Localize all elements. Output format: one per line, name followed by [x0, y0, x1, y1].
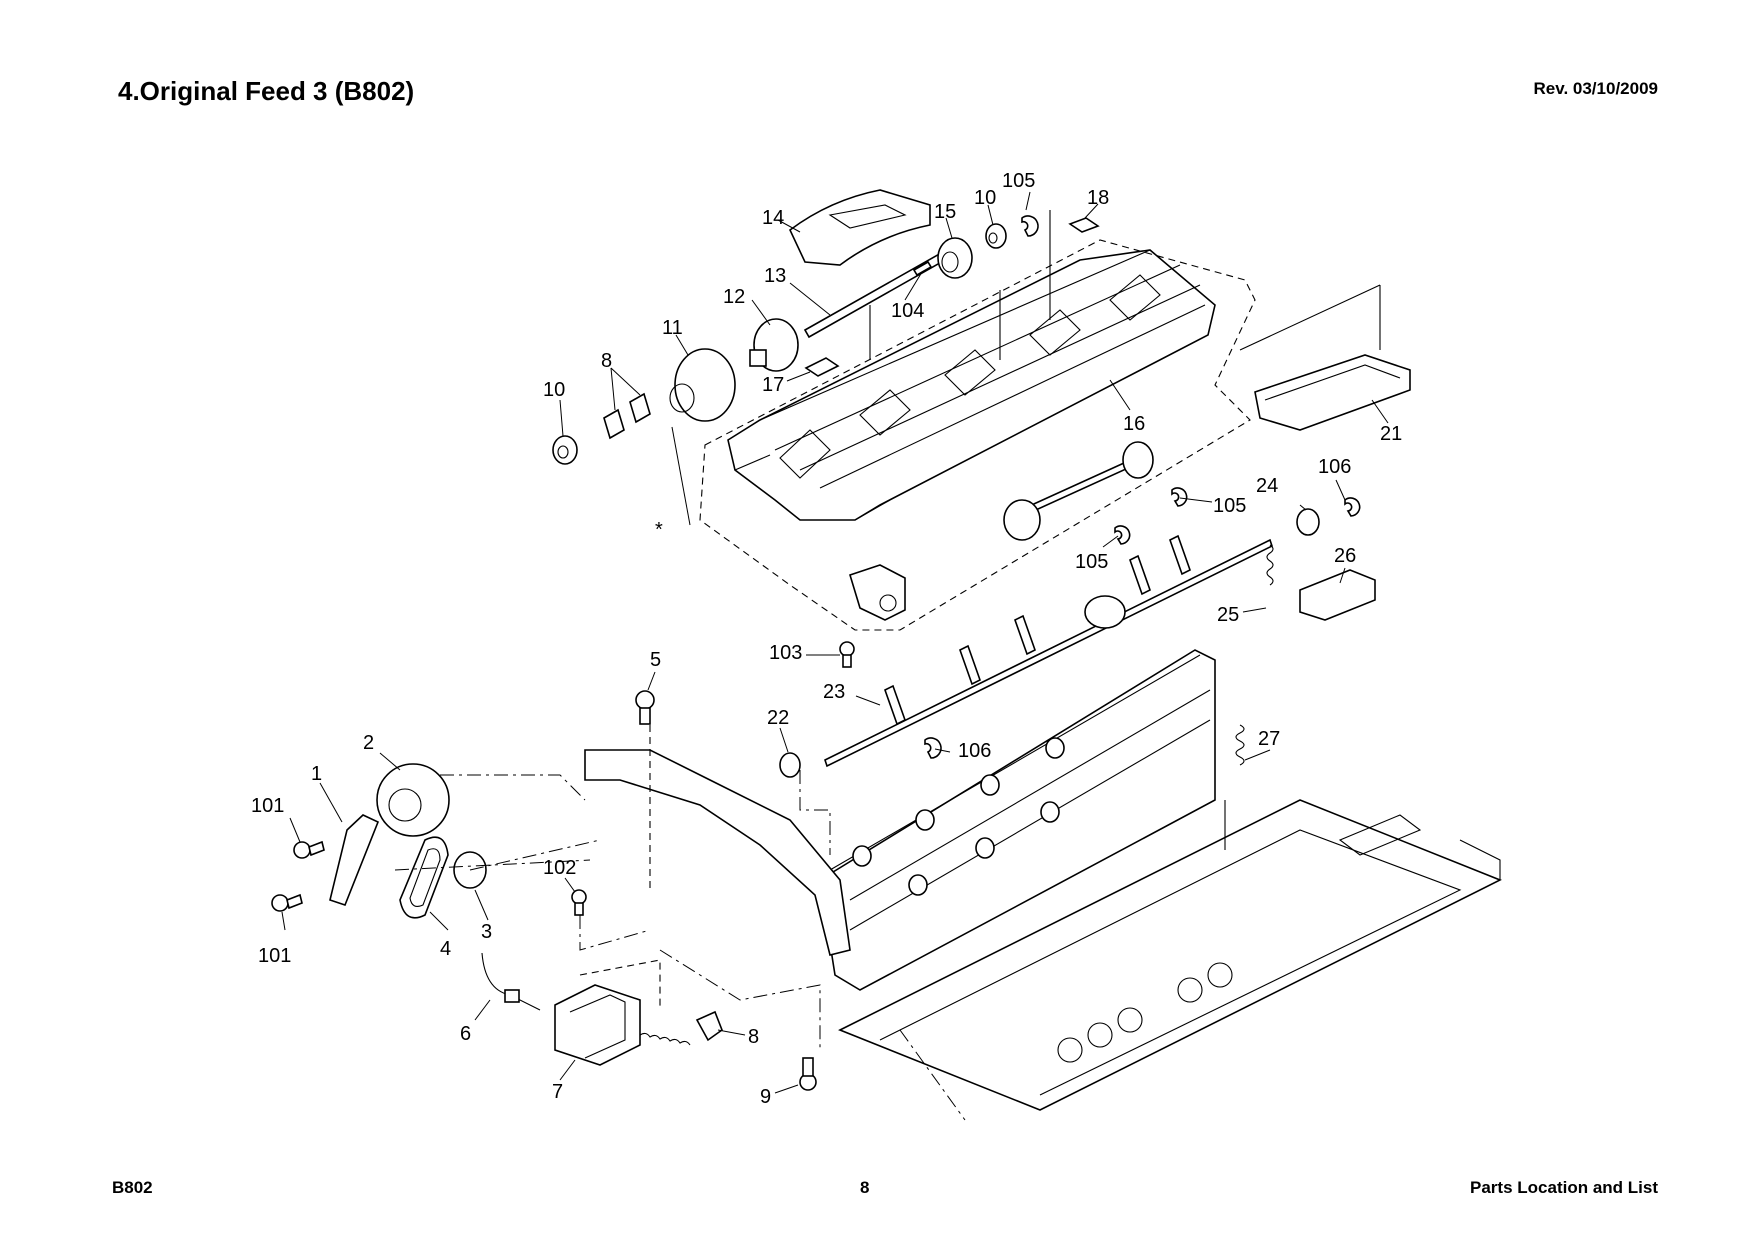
e-ring-106-mid: [924, 737, 942, 759]
harness-6: [481, 952, 541, 1011]
callout-label: 6: [460, 1023, 471, 1045]
bushing-10-top: [985, 223, 1007, 249]
callout-label: 10: [974, 187, 996, 209]
pin-104: [912, 260, 933, 277]
bushing-8-pair: [603, 392, 651, 440]
callout-labels: 1 2 3 4 5 6 7 8 8 9 10 10 11 12 13 14 15…: [251, 170, 1402, 1108]
callout-label: 27: [1258, 728, 1280, 750]
callout-label: 13: [764, 265, 786, 287]
callout-label: 8: [601, 350, 612, 372]
callout-label: 18: [1087, 187, 1109, 209]
bushing-10-left: [552, 435, 578, 465]
bushing-24: [1296, 508, 1320, 536]
callout-label: 9: [760, 1086, 771, 1108]
callout-label: 104: [891, 300, 924, 322]
solenoid-7: [554, 984, 691, 1066]
spring-25: [1266, 544, 1274, 586]
feed-shaft: [1003, 441, 1154, 541]
callout-label: 25: [1217, 604, 1239, 626]
callout-label: 103: [769, 642, 802, 664]
footer-section: Parts Location and List: [1470, 1178, 1658, 1197]
gear-2: [376, 763, 450, 837]
screw-5: [635, 690, 655, 725]
callout-label: 106: [958, 740, 991, 762]
callout-label: 17: [762, 374, 784, 396]
screw-102: [571, 889, 587, 916]
cover-14: [788, 189, 931, 266]
callout-label: 5: [650, 649, 661, 671]
callout-label: 4: [440, 938, 451, 960]
screws-101: [271, 840, 325, 912]
assembly-lines: [394, 210, 1381, 1121]
revision-date: Rev. 03/10/2009: [1533, 79, 1658, 98]
clamp-8-bottom: [695, 1010, 723, 1042]
callout-label: 106: [1318, 456, 1351, 478]
callout-label: 24: [1256, 475, 1278, 497]
footer-model: B802: [112, 1178, 153, 1197]
callout-label: 22: [767, 707, 789, 729]
callout-label: 105: [1002, 170, 1035, 192]
screw-9: [799, 1057, 817, 1091]
callout-label: 16: [1123, 413, 1145, 435]
sheet-18: [1068, 217, 1100, 233]
spring-27: [1224, 724, 1245, 850]
e-ring-106-right: [1344, 497, 1361, 517]
callout-label: *: [655, 519, 663, 541]
arm-1: [329, 814, 380, 906]
main-frame: [584, 649, 1216, 991]
bracket: [849, 564, 906, 621]
page-title: 4.Original Feed 3 (B802): [118, 76, 415, 106]
footer-page-number: 8: [860, 1178, 870, 1197]
gear-15: [937, 237, 973, 279]
tray-21: [1254, 354, 1411, 431]
callout-label: 11: [662, 317, 683, 339]
base-plate: [838, 799, 1502, 1111]
shaft-23: [824, 534, 1273, 768]
belt-4: [399, 836, 449, 919]
sheet-17: [804, 357, 840, 377]
callout-label: 14: [762, 207, 784, 229]
collar-22: [779, 752, 801, 778]
callout-label: 102: [543, 857, 576, 879]
e-ring-105-top: [1021, 215, 1039, 237]
callout-label: 3: [481, 921, 492, 943]
callout-label: 23: [823, 681, 845, 703]
roller-11: [669, 348, 736, 422]
callout-label: 12: [723, 286, 745, 308]
sensor-26: [1299, 569, 1376, 621]
callout-label: 2: [363, 732, 374, 754]
callout-label: 101: [251, 795, 284, 817]
callout-label: 15: [934, 201, 956, 223]
callout-label: 101: [258, 945, 291, 967]
callout-label: 105: [1213, 495, 1246, 517]
callout-label: 21: [1380, 423, 1402, 445]
callout-label: 7: [552, 1081, 563, 1103]
screw-103: [839, 641, 855, 668]
callout-label: 26: [1334, 545, 1356, 567]
upper-guide-plate: [699, 239, 1256, 631]
e-ring-105-mid: [1114, 487, 1188, 545]
holder-12: [749, 318, 799, 372]
callout-label: 105: [1075, 551, 1108, 573]
callout-label: 10: [543, 379, 565, 401]
leader-lines: [281, 191, 1389, 1094]
callout-label: 8: [748, 1026, 759, 1048]
callout-label: 1: [311, 763, 322, 785]
